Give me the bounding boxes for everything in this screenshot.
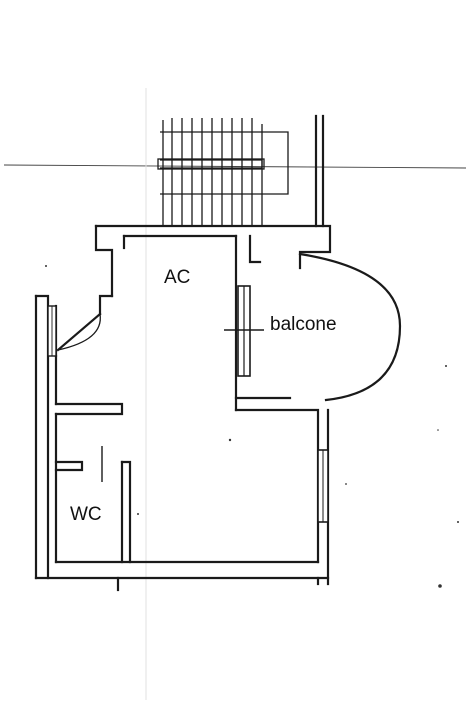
left-window <box>47 305 57 357</box>
room-label-ac: AC <box>164 267 190 288</box>
scan-specks <box>45 265 459 588</box>
room-label-balcone: balcone <box>270 314 337 335</box>
right-window <box>317 449 329 523</box>
apartment-walls <box>34 224 332 592</box>
staircase <box>157 118 289 226</box>
balcony-edge <box>298 252 402 402</box>
stair-shaft-wall <box>314 114 325 228</box>
section-line <box>3 164 467 169</box>
balcony-door <box>224 285 264 377</box>
entrance-door <box>56 312 102 352</box>
room-label-wc: WC <box>70 504 102 525</box>
